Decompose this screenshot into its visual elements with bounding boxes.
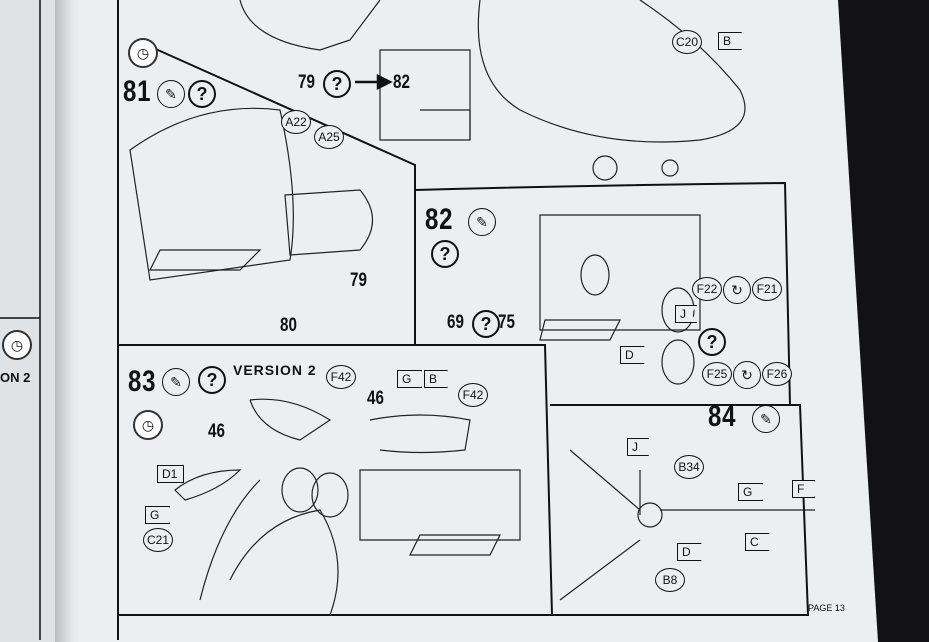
panel-border-top [414,181,791,406]
part-46: 46 [367,388,384,409]
clock-icon: ◷ [2,330,32,360]
part-80: 80 [280,315,297,336]
part-75: 75 [498,312,515,333]
sprue-flag-b: B [424,370,449,388]
question-icon: ? [472,310,500,338]
part-c21: C21 [143,528,174,552]
panel-border-83 [118,344,554,616]
step-number-84: 84 [708,400,737,433]
helicopter-sketch [129,0,815,616]
sprue-box-d1: D1 [157,465,185,483]
part-f25: F25 [702,362,732,386]
part-46: 46 [208,421,225,442]
clock-icon: ◷ [128,38,158,68]
part-a25: A25 [314,125,344,149]
left-page-fragment: ON 2 [0,370,31,385]
sprue-flag-b: B [718,32,743,50]
part-c20: C20 [672,30,703,54]
step-number-83: 83 [128,365,157,398]
step-number-81: 81 [123,75,152,108]
clock-icon: ◷ [133,410,163,440]
part-f21: F21 [752,277,782,301]
page-number: PAGE 13 [808,603,845,613]
question-icon: ? [198,366,226,394]
question-icon: ? [323,70,351,98]
part-a22: A22 [281,110,311,134]
part-f42: F42 [458,383,488,407]
swap-icon: ↻ [723,276,751,304]
part-b8: B8 [655,568,685,592]
glue-icon: ✎ [468,208,496,236]
question-icon: ? [431,240,459,268]
part-f26: F26 [762,362,792,386]
step-number-82: 82 [425,203,454,236]
swap-icon: ↻ [733,361,761,389]
part-b34: B34 [674,455,704,479]
part-69: 69 [447,312,464,333]
part-79: 79 [350,270,367,291]
part-79: 79 [298,72,315,93]
glue-icon: ✎ [157,80,185,108]
part-f42: F42 [326,365,356,389]
glue-icon: ✎ [752,405,780,433]
left-page [0,0,60,642]
sprue-flag-c: C [745,533,770,551]
step-ref-82: 82 [393,72,410,93]
part-f22: F22 [692,277,722,301]
version-label: VERSION 2 [233,362,317,378]
question-icon: ? [698,328,726,356]
question-icon: ? [188,80,216,108]
glue-icon: ✎ [162,368,190,396]
